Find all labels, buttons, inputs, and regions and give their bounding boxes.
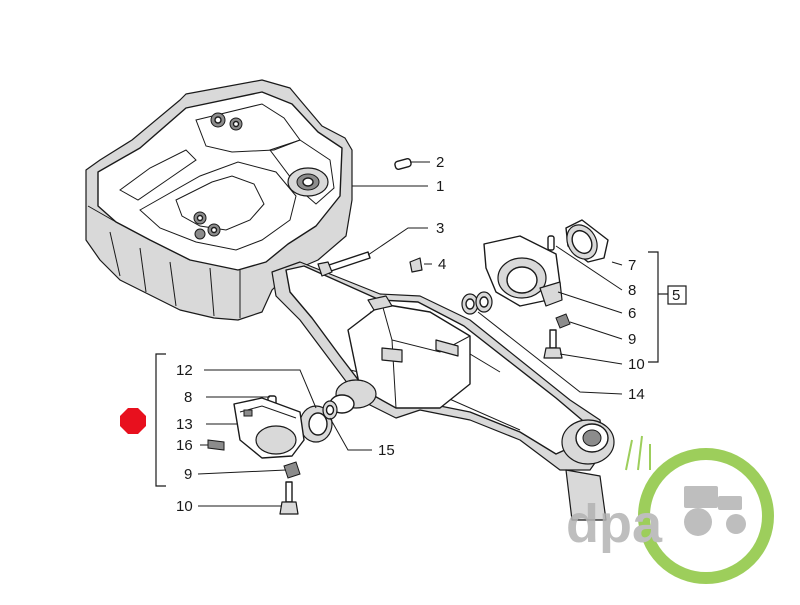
callout-8-right: 8 bbox=[628, 282, 636, 299]
callout-4: 4 bbox=[438, 256, 446, 273]
callout-9-left: 9 bbox=[184, 466, 192, 483]
watermark-text: dpa bbox=[566, 494, 663, 554]
chassis-frame bbox=[85, 79, 353, 321]
callout-6: 6 bbox=[628, 305, 636, 322]
callout-7: 7 bbox=[628, 257, 636, 274]
callout-10-left: 10 bbox=[176, 498, 193, 515]
callout-1: 1 bbox=[436, 178, 444, 195]
leader-lines bbox=[155, 161, 687, 507]
callout-13: 13 bbox=[176, 416, 193, 433]
tractor-logo-icon: dpa bbox=[566, 435, 774, 584]
callout-8-left: 8 bbox=[184, 389, 192, 406]
part-5-bracket-assembly bbox=[461, 219, 609, 359]
part-3-bolt bbox=[317, 251, 371, 277]
callout-5: 5 bbox=[672, 287, 680, 304]
part-2-pin bbox=[394, 158, 412, 170]
callout-labels: 2 1 3 4 7 8 5 6 9 10 14 12 8 13 16 9 10 … bbox=[176, 154, 680, 515]
callout-3: 3 bbox=[436, 220, 444, 237]
callout-16: 16 bbox=[176, 437, 193, 454]
callout-2: 2 bbox=[436, 154, 444, 171]
red-octagon-icon bbox=[120, 408, 146, 434]
callout-10-right: 10 bbox=[628, 356, 645, 373]
axle-beam bbox=[271, 261, 615, 521]
callout-9-right: 9 bbox=[628, 331, 636, 348]
left-bracket-assembly bbox=[207, 395, 338, 515]
callout-14: 14 bbox=[628, 386, 645, 403]
callout-12: 12 bbox=[176, 362, 193, 379]
part-4-clip bbox=[409, 257, 423, 273]
callout-15: 15 bbox=[378, 442, 395, 459]
